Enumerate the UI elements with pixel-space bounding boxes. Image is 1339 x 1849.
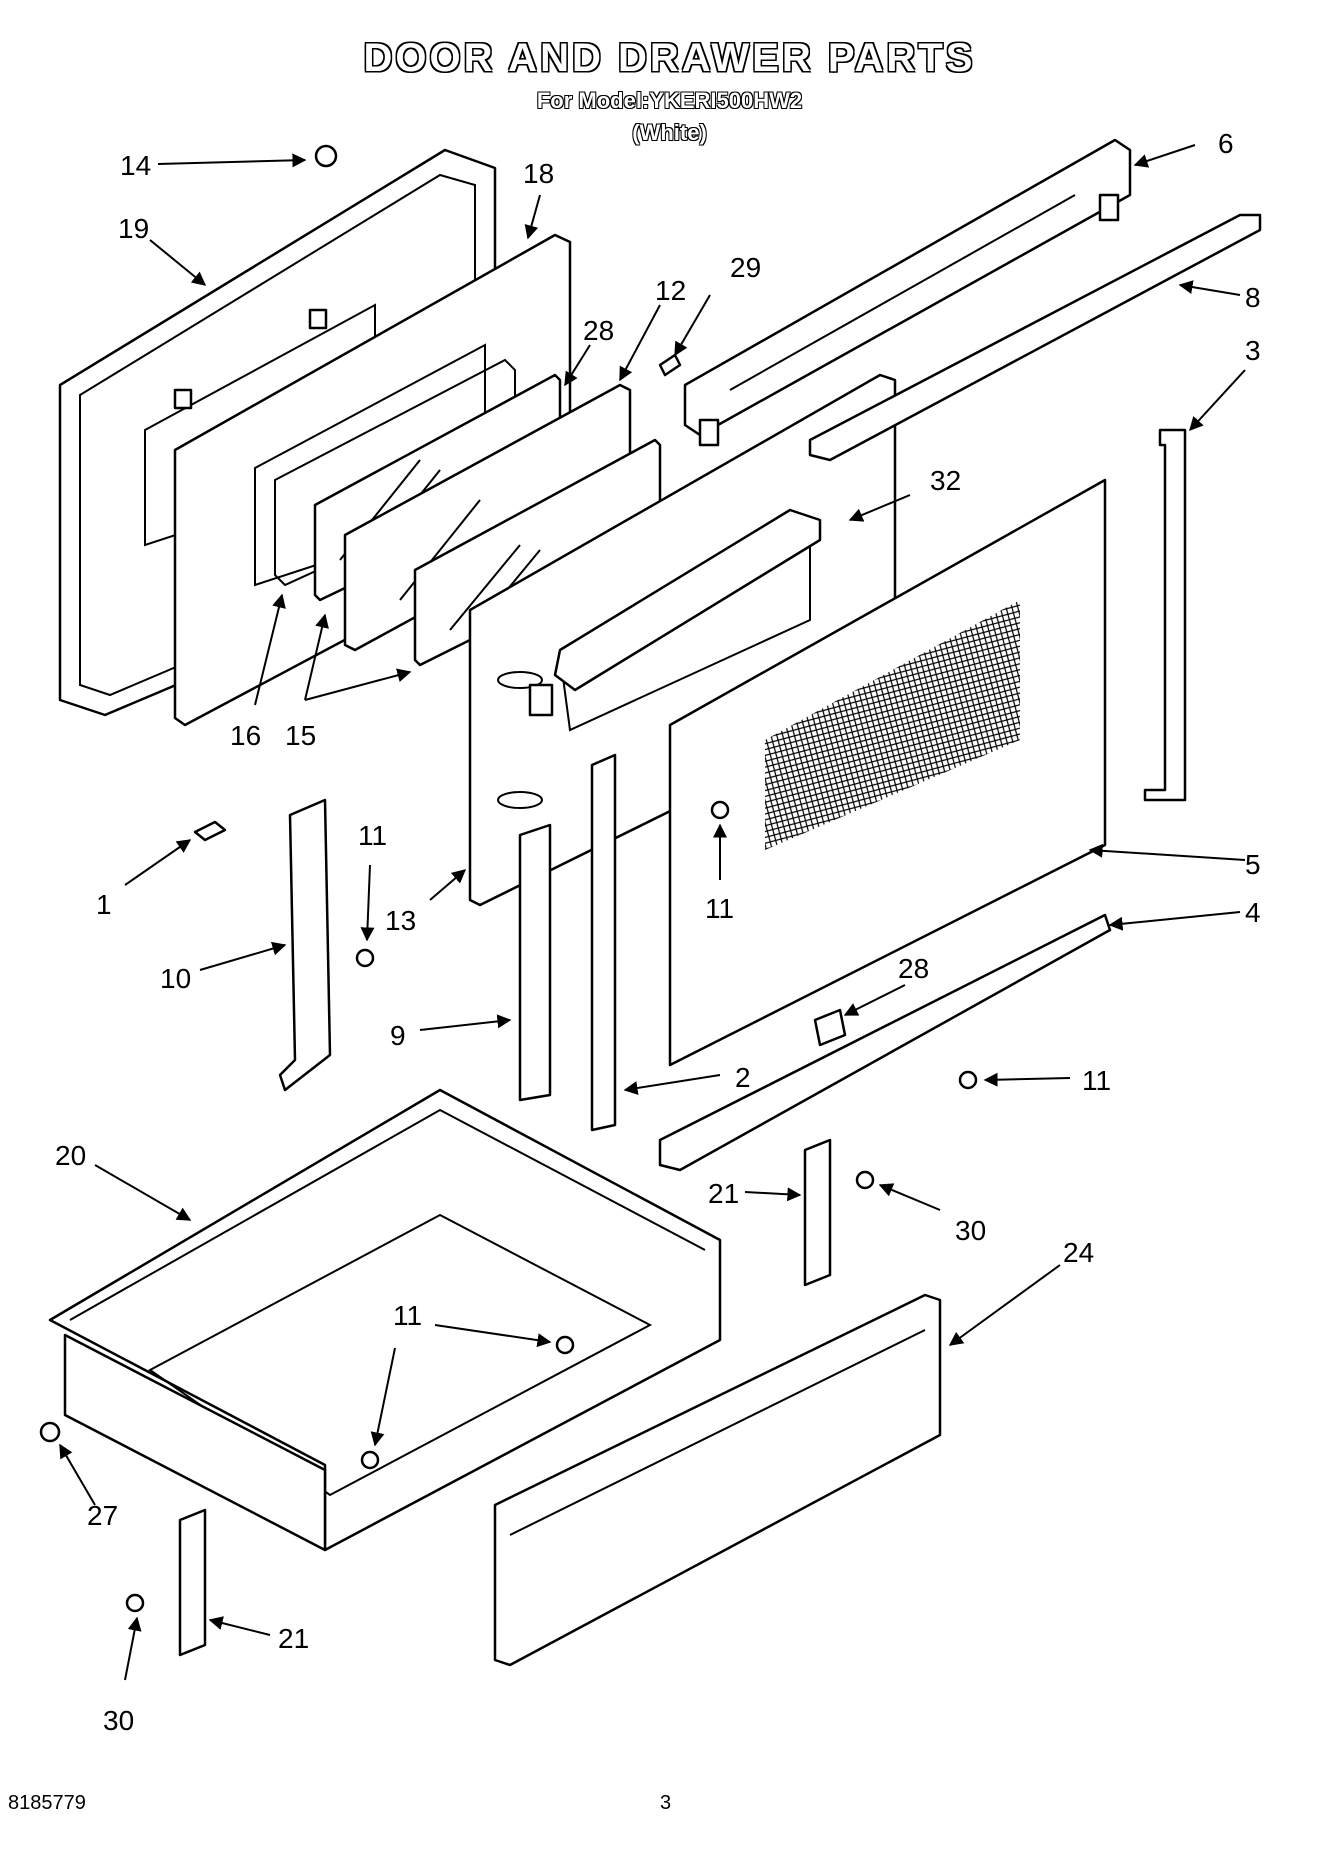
screw-11-left <box>355 948 375 968</box>
leader-lines <box>59 144 1246 1681</box>
callout-13: 13 <box>385 905 416 936</box>
callout-3: 3 <box>1245 335 1261 366</box>
callout-19: 19 <box>118 213 149 244</box>
screw-11-right <box>958 1070 978 1090</box>
callout-20: 20 <box>55 1140 86 1171</box>
door-hinge <box>278 798 332 1092</box>
callout-4: 4 <box>1245 897 1261 928</box>
callout-32: 32 <box>930 465 961 496</box>
callout-11-drawer-a: 11 <box>393 1300 422 1331</box>
callout-5: 5 <box>1245 849 1261 880</box>
callout-15: 15 <box>285 720 316 751</box>
callout-28-bottom: 28 <box>898 953 929 984</box>
screw-11-drawer-a <box>555 1335 575 1355</box>
callout-16: 16 <box>230 720 261 751</box>
callout-27: 27 <box>87 1500 118 1531</box>
callout-6: 6 <box>1218 128 1234 159</box>
door-clip <box>193 820 227 842</box>
color-variant: (White) <box>632 120 707 145</box>
latch-28 <box>813 1008 847 1047</box>
callout-21-upper: 21 <box>708 1178 739 1209</box>
callout-24: 24 <box>1063 1237 1094 1268</box>
callout-11-left: 11 <box>358 820 387 851</box>
callout-30-lower: 30 <box>103 1705 134 1736</box>
callout-labels: 14 18 19 6 8 29 12 28 3 32 16 15 1 11 11… <box>55 128 1261 1736</box>
callout-1: 1 <box>96 889 112 920</box>
screw-30-lower <box>125 1593 145 1613</box>
drawer-slide-lower <box>178 1508 207 1657</box>
document-number: 8185779 <box>8 1792 86 1814</box>
callout-9: 9 <box>390 1020 406 1051</box>
channel-right <box>590 753 617 1132</box>
screw-29 <box>658 353 682 377</box>
door-handle <box>553 508 822 692</box>
callout-29: 29 <box>730 252 761 283</box>
side-trim <box>1143 428 1187 802</box>
callout-10: 10 <box>160 963 191 994</box>
channel-left <box>518 823 552 1102</box>
callout-12: 12 <box>655 275 686 306</box>
callout-21-lower: 21 <box>278 1623 309 1654</box>
screw-30-upper <box>855 1170 875 1190</box>
screw-11-drawer-b <box>360 1450 380 1470</box>
callout-14: 14 <box>120 150 151 181</box>
page-title: DOOR AND DRAWER PARTS <box>363 36 976 80</box>
callout-18: 18 <box>523 158 554 189</box>
callout-8: 8 <box>1245 282 1261 313</box>
vent-trim <box>683 138 1132 447</box>
screw-27 <box>39 1421 61 1443</box>
callout-11-right: 11 <box>1082 1065 1111 1096</box>
page-number: 3 <box>660 1792 672 1814</box>
callout-30-upper: 30 <box>955 1215 986 1246</box>
callout-2: 2 <box>735 1062 751 1093</box>
screw-11-center <box>710 800 730 820</box>
drawer-box <box>48 1088 722 1552</box>
bottom-bracket <box>658 913 1112 1172</box>
callout-11-center: 11 <box>705 893 734 924</box>
door-outer-panel <box>668 478 1107 1067</box>
screw-14 <box>314 144 338 168</box>
door-rod <box>808 213 1262 462</box>
drawer-slide-upper <box>803 1138 832 1287</box>
drawer-front <box>493 1293 942 1667</box>
model-subtitle: For Model:YKERI500HW2 <box>536 88 803 113</box>
callout-28-top: 28 <box>583 315 614 346</box>
